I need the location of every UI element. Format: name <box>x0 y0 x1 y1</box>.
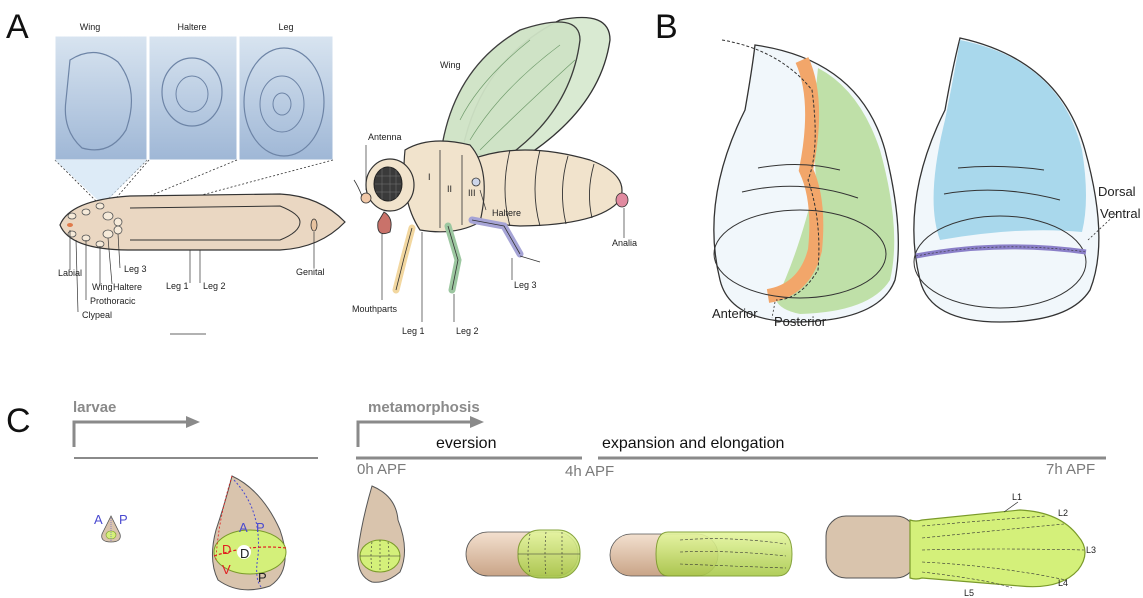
fly-label-mouthparts: Mouthparts <box>352 304 398 314</box>
larva-label-haltere: Haltere <box>113 282 142 292</box>
stage-larvae: larvae <box>73 399 116 416</box>
fly-label-analia: Analia <box>612 238 637 248</box>
disc-label-d-red: D <box>222 542 231 557</box>
phase-expansion: expansion and elongation <box>602 435 784 452</box>
time-7h: 7h APF <box>1046 461 1095 478</box>
wing-micrograph <box>55 36 147 160</box>
small-disc-p: P <box>119 512 128 527</box>
adult-fly <box>354 18 628 291</box>
vein-L3: L3 <box>1086 545 1096 555</box>
fly-label-haltere: Haltere <box>492 208 521 218</box>
fly-mouthparts <box>378 212 391 234</box>
larva-genital-disc <box>311 219 317 231</box>
panel-a-letter: A <box>6 8 29 46</box>
vein-L4: L4 <box>1058 578 1068 588</box>
fly-label-leg1: Leg 1 <box>402 326 425 336</box>
fly-abdomen <box>462 150 622 226</box>
fly-leg2 <box>448 226 458 290</box>
larva-label-wing: Wing <box>92 282 113 292</box>
fly-seg-I: I <box>428 172 431 182</box>
larvae-arrow <box>74 422 188 447</box>
label-dorsal: Dorsal <box>1098 184 1136 199</box>
disc-label-d-black: D <box>240 546 249 561</box>
vein-L1: L1 <box>1012 492 1022 502</box>
fly-seg-II: II <box>447 184 452 194</box>
larvae-arrowhead <box>186 416 200 428</box>
larva-label-clypeal: Clypeal <box>82 310 112 320</box>
vein-L2: L2 <box>1058 508 1068 518</box>
micrograph-row <box>55 36 333 160</box>
disc-7h <box>826 510 1085 588</box>
larva-label-leg1: Leg 1 <box>166 281 189 291</box>
phase-eversion: eversion <box>436 435 496 452</box>
dorsal-compartment <box>934 40 1086 240</box>
small-disc <box>102 516 121 542</box>
larva-labial-disc <box>67 223 73 227</box>
label-posterior: Posterior <box>774 314 827 329</box>
disc-expansion <box>610 532 792 576</box>
fly-label-leg3: Leg 3 <box>514 280 537 290</box>
micrograph-title-leg: Leg <box>278 22 293 32</box>
panel-b-letter: B <box>655 8 678 46</box>
vein-L5: L5 <box>964 588 974 598</box>
label-ventral: Ventral <box>1100 206 1141 221</box>
micrograph-title-haltere: Haltere <box>177 22 206 32</box>
disc-label-p-black: P <box>258 570 267 585</box>
disc-dv <box>914 38 1099 322</box>
fly-label-antenna: Antenna <box>368 132 402 142</box>
small-disc-a: A <box>94 512 103 527</box>
disc-label-a: A <box>239 520 248 535</box>
larva-label-prothoracic: Prothoracic <box>90 296 136 306</box>
disc-eversion <box>466 530 580 578</box>
fly-label-leg2: Leg 2 <box>456 326 479 336</box>
fly-label-wing: Wing <box>440 60 461 70</box>
fly-antenna <box>361 193 371 203</box>
larva-label-genital: Genital <box>296 267 325 277</box>
disc-label-p: P <box>256 520 265 535</box>
fly-analia <box>616 193 628 207</box>
micrograph-title-wing: Wing <box>80 22 101 32</box>
disc-label-v-red: V <box>222 562 231 577</box>
panel-c-letter: C <box>6 402 31 440</box>
time-4h: 4h APF <box>565 463 614 480</box>
metamorphosis-arrowhead <box>470 416 484 428</box>
disc-0h <box>358 486 405 582</box>
leg-micrograph <box>239 36 333 160</box>
larva-label-leg2: Leg 2 <box>203 281 226 291</box>
time-0h: 0h APF <box>357 461 406 478</box>
stage-metamorphosis: metamorphosis <box>368 399 480 416</box>
disc-ap <box>714 40 898 322</box>
label-anterior: Anterior <box>712 306 758 321</box>
larva-label-labial: Labial <box>58 268 82 278</box>
larva-label-leg3: Leg 3 <box>124 264 147 274</box>
fly-haltere <box>472 178 480 186</box>
fly-seg-III: III <box>468 188 476 198</box>
